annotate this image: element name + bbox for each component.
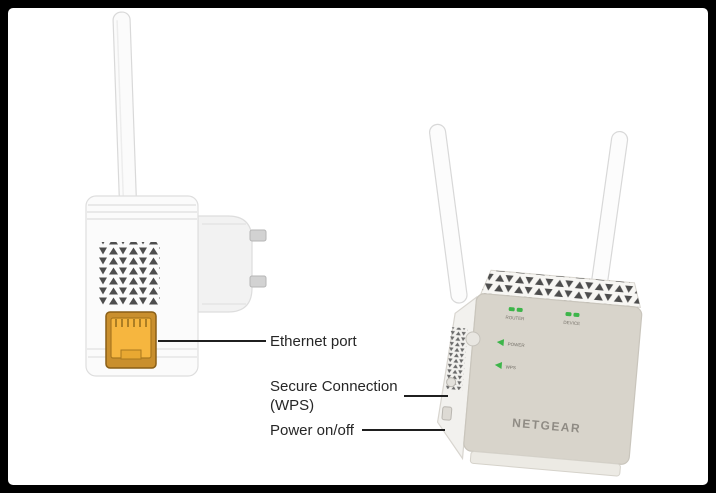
power-led-icon [496,339,505,347]
callout-ethernet-port-text: Ethernet port [270,333,357,350]
router-led-icon [508,307,523,313]
wps-led-icon [494,362,503,370]
callout-secure-connection-line1: Secure Connection [270,378,398,395]
bottom-lip [469,450,621,477]
side-strip-vent-pattern [445,326,468,391]
netgear-logo: NETGEAR [512,416,582,436]
power-led-label: POWER [507,341,525,348]
wps-led-label: WPS [505,364,516,370]
plug-pin-top [249,229,267,242]
callout-secure-connection: Secure Connection (WPS) [270,377,398,415]
device-led-label: DEVICE [563,320,580,326]
callout-power: Power on/off [270,421,354,440]
ethernet-port [105,311,157,369]
callout-ethernet-port: Ethernet port [270,332,357,351]
side-vent-pattern [98,242,160,306]
leader-line-ethernet-port [158,340,266,342]
leader-line-wps-button [404,395,448,397]
callout-power-text: Power on/off [270,422,354,439]
device-led-icon [565,312,580,317]
router-led-label: ROUTER [505,315,525,322]
top-vent-surface [480,269,642,308]
wps-button [446,377,457,388]
power-switch [441,406,453,421]
plug-pin-bottom [249,275,267,288]
leader-line-power-switch [362,429,445,431]
wall-plug [197,215,267,313]
extender-side-view-illustration [85,11,267,377]
side-view-antenna [112,11,138,225]
front-view-antenna-left [428,123,468,304]
front-face: ROUTER DEVICE POWER WPS NETGEAR [463,293,643,477]
callout-secure-connection-line2: (WPS) [270,397,315,414]
extender-front-view-illustration: ROUTER DEVICE POWER WPS NETGEAR [428,123,643,477]
ethernet-port-pins [115,319,147,327]
side-knob [465,331,481,347]
